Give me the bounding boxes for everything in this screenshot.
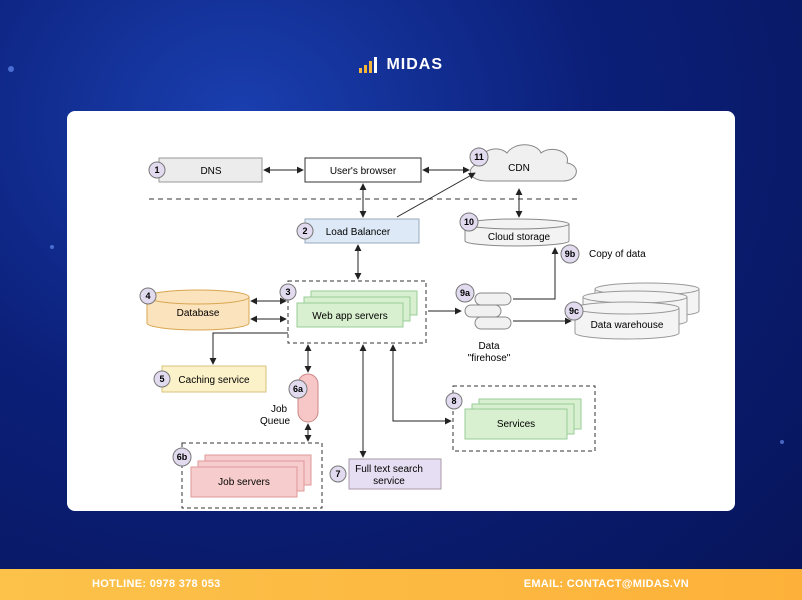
badge-6a: 6a [288, 379, 308, 399]
cloud-storage-label: Cloud storage [488, 232, 551, 243]
footer-bar: HOTLINE: 0978 378 053 EMAIL: CONTACT@MID… [0, 569, 802, 600]
badge-11: 11 [469, 147, 489, 167]
svg-text:6a: 6a [293, 384, 304, 394]
data-firehose-node: Data "firehose" [464, 292, 512, 364]
svg-text:6b: 6b [177, 452, 188, 462]
load-balancer-label: Load Balancer [326, 227, 391, 238]
web-app-servers-node: Web app servers [287, 280, 427, 344]
hotline-text[interactable]: HOTLINE: 0978 378 053 [92, 578, 221, 590]
step-badges: 1 11 2 10 9b 4 3 9a 9c 5 6a 8 6b 7 [139, 147, 584, 483]
svg-text:2: 2 [302, 226, 307, 236]
cdn-label: CDN [508, 163, 530, 174]
job-queue-label-1: Job [271, 404, 288, 415]
badge-9a: 9a [455, 283, 475, 303]
svg-text:5: 5 [159, 374, 164, 384]
brand-name: MIDAS [386, 56, 443, 73]
browser-node: User's browser [304, 157, 422, 183]
caching-service-node: Caching service [161, 365, 267, 393]
svg-text:9c: 9c [569, 306, 579, 316]
email-text[interactable]: EMAIL: CONTACT@MIDAS.VN [523, 578, 689, 590]
badge-3: 3 [279, 283, 297, 301]
job-servers-label: Job servers [218, 477, 270, 488]
fts-label-2: service [373, 476, 405, 487]
svg-text:4: 4 [145, 291, 150, 301]
connector-lines [209, 166, 572, 458]
firehose-label-1: Data [478, 341, 500, 352]
svg-text:1: 1 [154, 165, 159, 175]
badge-9c: 9c [564, 301, 584, 321]
diagram-card: DNS User's browser CDN Load Balancer Clo… [67, 111, 735, 511]
dns-label: DNS [200, 166, 221, 177]
bg-dot [8, 66, 14, 72]
job-queue-label-2: Queue [260, 416, 290, 427]
bar-chart-icon [358, 57, 377, 73]
caching-service-label: Caching service [178, 375, 250, 386]
dns-node: DNS [158, 157, 263, 183]
cloud-storage-node: Cloud storage [464, 218, 570, 247]
badge-5: 5 [153, 370, 171, 388]
copy-of-data-label: Copy of data [589, 249, 646, 260]
badge-2: 2 [296, 222, 314, 240]
fts-label-1: Full text search [355, 464, 423, 475]
svg-text:9a: 9a [460, 288, 471, 298]
svg-text:3: 3 [285, 287, 290, 297]
badge-9b: 9b [560, 244, 580, 264]
web-app-servers-label: Web app servers [312, 311, 387, 322]
data-warehouse-node: Data warehouse [574, 282, 700, 340]
bg-dot [50, 245, 54, 249]
badge-1: 1 [148, 161, 166, 179]
architecture-diagram: DNS User's browser CDN Load Balancer Clo… [139, 144, 700, 509]
database-label: Database [177, 308, 220, 319]
arrow-web-services [389, 344, 452, 425]
badge-8: 8 [445, 392, 463, 410]
svg-text:9b: 9b [565, 249, 576, 259]
svg-text:8: 8 [451, 396, 456, 406]
badge-7: 7 [329, 465, 347, 483]
job-servers-node: Job servers [181, 442, 323, 509]
arrow-firehose-storage [513, 247, 559, 300]
browser-label: User's browser [330, 166, 397, 177]
badge-10: 10 [459, 212, 479, 232]
data-warehouse-label: Data warehouse [591, 320, 664, 331]
services-label: Services [497, 419, 535, 430]
bg-dot [780, 440, 784, 444]
full-text-search-node: Full text search service [348, 458, 442, 490]
svg-text:11: 11 [474, 152, 484, 162]
job-queue-node: Job Queue [260, 373, 319, 427]
arrow-lb-cdn [396, 172, 476, 218]
badge-4: 4 [139, 287, 157, 305]
badge-6b: 6b [172, 447, 192, 467]
load-balancer-node: Load Balancer [304, 218, 420, 244]
arrow-web-cache [209, 332, 288, 365]
svg-text:10: 10 [464, 217, 474, 227]
brand-logo: MIDAS [0, 56, 802, 74]
database-node: Database [146, 289, 250, 331]
firehose-label-2: "firehose" [468, 353, 511, 364]
svg-text:7: 7 [335, 469, 340, 479]
services-node: Services [452, 385, 596, 452]
